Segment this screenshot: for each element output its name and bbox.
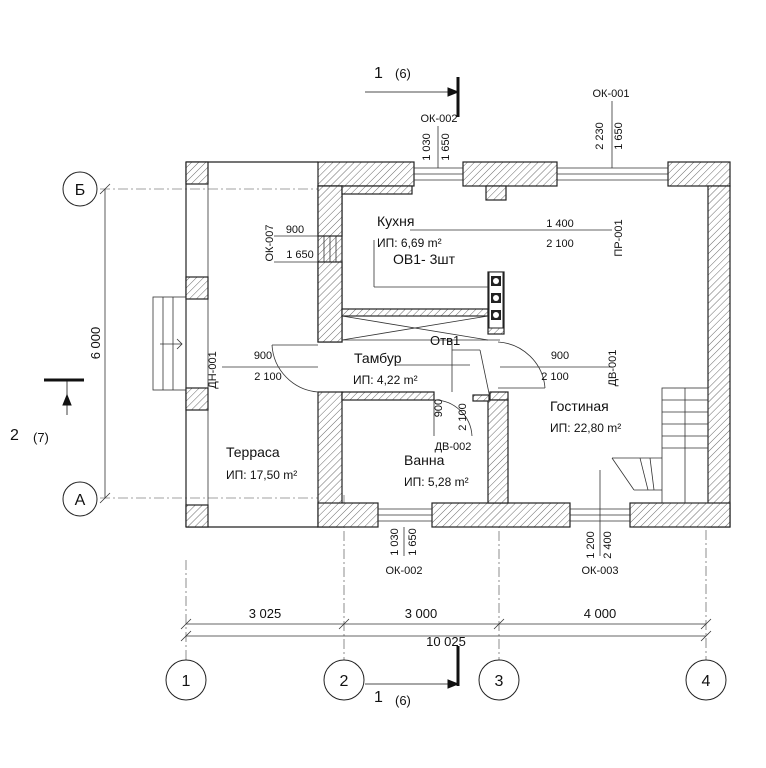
svg-text:1: 1: [374, 689, 383, 706]
passage-pr001-height: 2 100: [546, 238, 574, 250]
window-ok002-bottom-width: 1 030: [389, 528, 401, 556]
window-ok003-height: 2 400: [602, 531, 614, 559]
door-dv001-code: ДВ-001: [607, 350, 619, 387]
stair: [611, 387, 709, 504]
dim-span-1: 3 025: [249, 606, 282, 621]
window-ok007-width: 900: [286, 224, 304, 236]
room-area-kitchen: ИП: 6,69 m²: [377, 236, 442, 250]
ventilation-label: ОВ1- 3шт: [393, 251, 456, 267]
room-name-kitchen: Кухня: [377, 213, 414, 229]
wall-ok007-bottom: [317, 261, 343, 343]
passage-pr001-code: ПР-001: [613, 219, 625, 256]
dim-height: 6 000: [88, 327, 103, 360]
door-dv002-height: 2 100: [457, 403, 469, 431]
axis-label-1: 1: [182, 673, 191, 690]
window-ok002-bottom-code: ОК-002: [386, 565, 423, 577]
axis-circles: [62, 171, 727, 701]
door-dn001-code: ДН-001: [207, 351, 219, 388]
window-ok002-top-width: 1 030: [421, 133, 433, 161]
window-ok001-code: ОК-001: [593, 88, 630, 100]
door-swings: [271, 341, 546, 437]
door-dv002-code: ДВ-002: [435, 441, 472, 453]
window-ok001-width: 2 230: [594, 122, 606, 150]
exterior-walls: [317, 161, 731, 528]
section-mark-bottom: 1 (6): [374, 689, 411, 708]
axis-label-a: А: [75, 492, 86, 509]
window-ok007-height: 1 650: [286, 249, 314, 261]
room-area-terrace: ИП: 17,50 m²: [226, 468, 297, 482]
room-area-bath: ИП: 5,28 m²: [404, 475, 469, 489]
window-ok007-code: ОК-007: [264, 225, 276, 262]
leader-lines: [222, 101, 613, 556]
door-dn001-height: 2 100: [254, 371, 282, 383]
wall-ok007-top: [317, 185, 343, 237]
room-name-vestibule: Тамбур: [354, 350, 402, 366]
room-area-vestibule: ИП: 4,22 m²: [353, 373, 418, 387]
axis-label-3: 3: [495, 673, 504, 690]
door-dv002-width: 900: [433, 399, 445, 417]
window-ok002-bottom-height: 1 650: [407, 528, 419, 556]
svg-text:(7): (7): [33, 430, 49, 445]
passage-pr001-width: 1 400: [546, 218, 574, 230]
room-area-living: ИП: 22,80 m²: [550, 421, 621, 435]
svg-text:1: 1: [374, 65, 383, 82]
section-mark-top: 1 (6): [374, 65, 411, 82]
window-ok001-height: 1 650: [613, 122, 625, 150]
axis-label-4: 4: [702, 673, 711, 690]
room-name-bath: Ванна: [404, 452, 445, 468]
door-dv001-width: 900: [551, 350, 569, 362]
svg-text:(6): (6): [395, 693, 411, 708]
window-ok003-width: 1 200: [585, 531, 597, 559]
door-dn001-width: 900: [254, 350, 272, 362]
dim-total: 10 025: [426, 634, 466, 649]
opening-otv-label: Отв1: [430, 333, 460, 348]
room-name-living: Гостиная: [550, 398, 609, 414]
window-ok003-code: ОК-003: [582, 565, 619, 577]
dim-span-2: 3 000: [405, 606, 438, 621]
svg-text:2: 2: [10, 427, 19, 444]
room-name-terrace: Терраса: [226, 444, 280, 460]
terrace-posts: [185, 161, 209, 528]
window-ok002-top-height: 1 650: [440, 133, 452, 161]
section-cut-marks: [44, 77, 460, 689]
ventilation-block: [488, 271, 504, 329]
axis-label-2: 2: [340, 673, 349, 690]
vestibule-lines: [341, 315, 500, 392]
axis-label-b: Б: [75, 182, 86, 199]
dimension-chain: [99, 183, 712, 642]
dim-span-3: 4 000: [584, 606, 617, 621]
terrace-steps: [152, 296, 187, 391]
section-mark-left: 2 (7): [10, 427, 49, 445]
door-dv001-height: 2 100: [541, 371, 569, 383]
svg-text:(6): (6): [395, 66, 411, 81]
window-ok002-top-code: ОК-002: [421, 113, 458, 125]
